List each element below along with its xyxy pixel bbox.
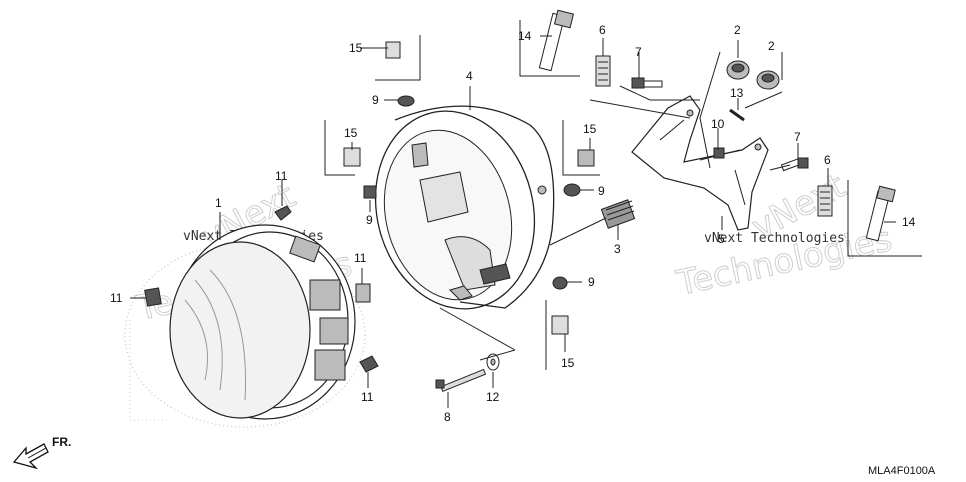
callout-15a: 15 xyxy=(349,41,363,55)
spring-3 xyxy=(600,199,636,229)
callout-14a: 14 xyxy=(518,29,532,43)
callout-10: 10 xyxy=(711,117,725,131)
callout-2b: 2 xyxy=(768,39,775,53)
callout-7b: 7 xyxy=(794,130,801,144)
bolt-9-c xyxy=(563,183,581,197)
callout-3: 3 xyxy=(614,242,621,256)
callout-8: 8 xyxy=(444,410,451,424)
bolt-7-top xyxy=(631,77,663,89)
clip-11-bottom xyxy=(359,355,379,373)
collar-15-d xyxy=(551,315,569,335)
bolt-14-right xyxy=(865,185,896,242)
callout-5: 5 xyxy=(718,232,725,246)
pin-13 xyxy=(729,108,745,122)
callout-1: 1 xyxy=(215,196,222,210)
leader-lines xyxy=(130,20,922,408)
bolt-6-top xyxy=(595,55,611,87)
callout-12: 12 xyxy=(486,390,500,404)
diagram-code: MLA4F0100A xyxy=(868,465,936,477)
callout-13: 13 xyxy=(730,86,744,100)
rubber-mount-2a xyxy=(726,60,750,80)
bolt-9-a xyxy=(397,95,415,107)
callout-11d: 11 xyxy=(361,390,374,404)
headlight-unit xyxy=(124,224,366,428)
callout-6b: 6 xyxy=(824,153,831,167)
callout-labels: 1 2 2 3 4 5 6 6 7 7 8 9 9 9 9 10 11 11 1… xyxy=(110,23,916,424)
case-bracket xyxy=(631,95,769,231)
front-direction-arrow: FR. xyxy=(12,435,71,470)
rubber-mount-2b xyxy=(756,70,780,90)
watermark-caption-right: vNext Technologies xyxy=(704,231,845,246)
clip-11-left xyxy=(144,287,162,307)
clip-11-mid xyxy=(355,283,371,303)
callout-9a: 9 xyxy=(372,93,379,107)
collar-15-c xyxy=(577,149,595,167)
bolt-9-d xyxy=(552,276,568,290)
bolt-8 xyxy=(435,368,487,393)
callout-11b: 11 xyxy=(275,169,288,183)
callout-4: 4 xyxy=(466,69,473,83)
front-direction-label: FR. xyxy=(52,435,71,449)
callout-15b: 15 xyxy=(344,126,358,140)
callout-7a: 7 xyxy=(635,45,642,59)
callout-9c: 9 xyxy=(598,184,605,198)
callout-9d: 9 xyxy=(588,275,595,289)
collar-15-b xyxy=(343,147,361,167)
washer-12 xyxy=(486,353,500,371)
callout-11a: 11 xyxy=(110,291,123,305)
collar-15-a xyxy=(385,41,401,59)
bolt-7-right xyxy=(780,157,809,172)
callout-6a: 6 xyxy=(599,23,606,37)
callout-15c: 15 xyxy=(583,122,597,136)
headlight-case xyxy=(374,105,555,310)
callout-9b: 9 xyxy=(366,213,373,227)
clip-11-top xyxy=(274,205,292,221)
callout-2a: 2 xyxy=(734,23,741,37)
bolt-14-top xyxy=(538,9,575,72)
bolt-9-b xyxy=(363,185,377,199)
callout-14b: 14 xyxy=(902,215,916,229)
callout-15d: 15 xyxy=(561,356,575,370)
bolt-6-right xyxy=(817,185,833,217)
callout-11c: 11 xyxy=(354,251,367,265)
